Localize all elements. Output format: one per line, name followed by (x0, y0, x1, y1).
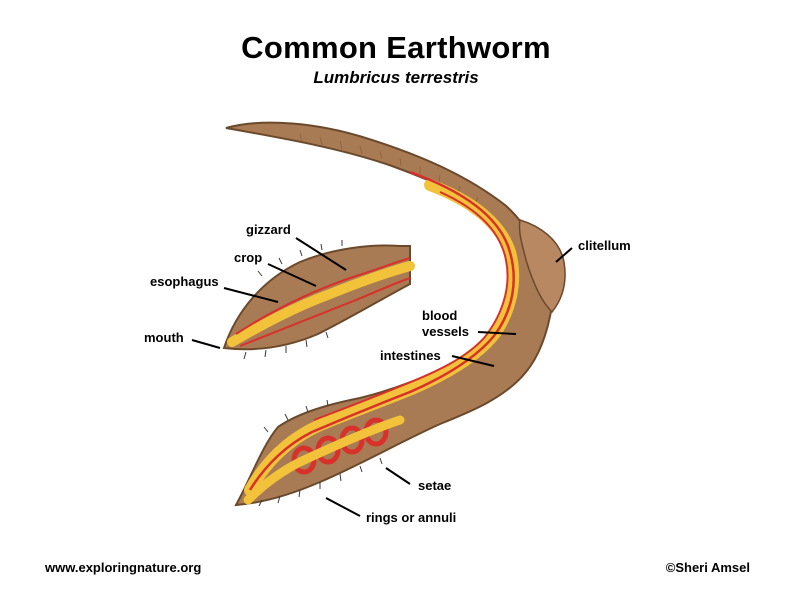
label-gizzard: gizzard (246, 222, 291, 237)
leader-lines (191, 237, 573, 517)
label-mouth: mouth (144, 330, 184, 345)
label-esophagus: esophagus (150, 274, 219, 289)
annuli-rings (299, 133, 479, 205)
clitellum-band (518, 219, 566, 314)
leader-rings (325, 497, 361, 517)
website-credit: www.exploringnature.org (45, 560, 202, 575)
blood-vessel-dorsal (248, 170, 515, 491)
inset-setae (243, 240, 343, 360)
head-inset (222, 240, 415, 360)
label-crop: crop (234, 250, 262, 265)
leader-setae (385, 467, 411, 485)
label-blood-line1: blood (422, 308, 457, 323)
leader-crop (267, 263, 317, 287)
head-gut (243, 415, 405, 505)
main-worm-body (225, 121, 566, 507)
leader-clitellum (555, 247, 573, 263)
leader-mouth (191, 339, 221, 349)
label-setae: setae (418, 478, 451, 493)
leader-gizzard (295, 237, 347, 271)
leader-blood-vessels (477, 331, 517, 335)
label-rings: rings or annuli (366, 510, 456, 525)
label-blood-line2: vessels (422, 324, 469, 339)
inset-gut (227, 261, 415, 347)
inset-blood-vessel-bottom (239, 277, 411, 347)
inset-blood-vessel-top (235, 257, 411, 335)
diagram-title: Common Earthworm (241, 30, 551, 65)
label-clitellum: clitellum (578, 238, 631, 253)
leader-esophagus (223, 287, 279, 303)
label-intestines: intestines (380, 348, 441, 363)
blood-vessel-ventral (313, 191, 509, 421)
setae-bristles (258, 399, 383, 507)
diagram-subtitle: Lumbricus terrestris (313, 68, 479, 87)
author-credit: ©Sheri Amsel (665, 560, 750, 575)
leader-intestines (451, 355, 495, 367)
